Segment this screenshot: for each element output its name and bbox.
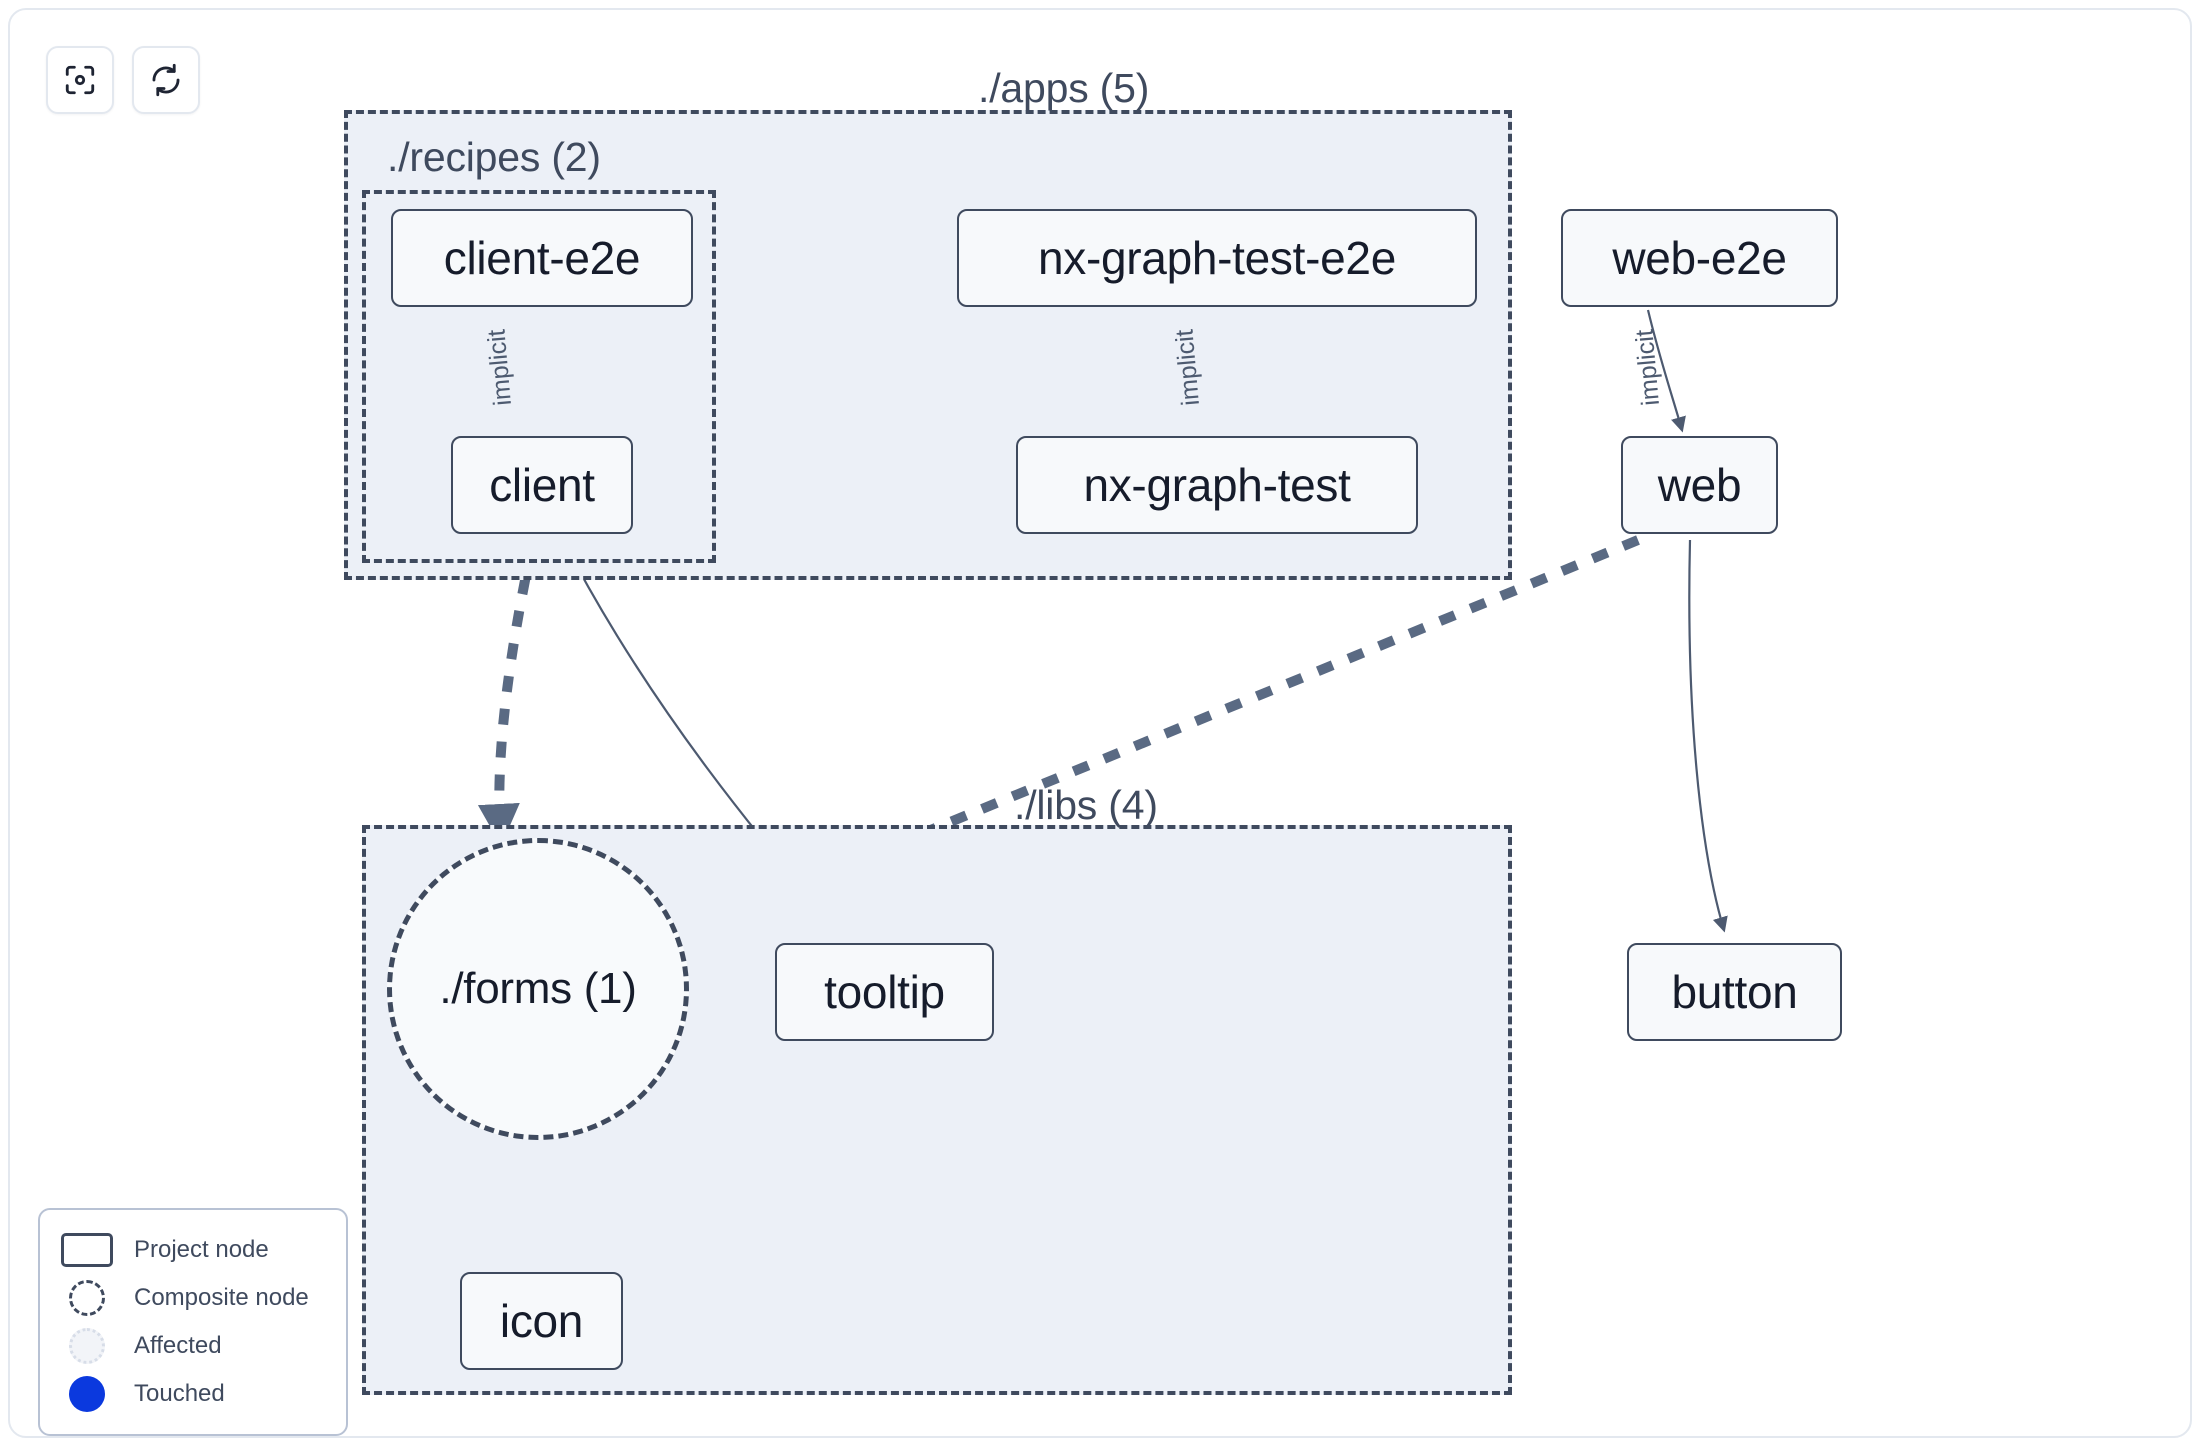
legend-label-project-node: Project node <box>134 1236 269 1263</box>
edge-label-nx-graph-test-e2e-nx-graph-test: implicit <box>1170 328 1205 407</box>
node-web[interactable]: web <box>1621 436 1778 534</box>
container-recipes-label: ./recipes (2) <box>387 134 601 180</box>
node-icon[interactable]: icon <box>460 1272 623 1370</box>
node-button[interactable]: button <box>1627 943 1842 1041</box>
legend-item-touched: Touched <box>60 1370 326 1418</box>
node-web-e2e[interactable]: web-e2e <box>1561 209 1838 307</box>
node-forms[interactable]: ./forms (1) <box>387 838 689 1140</box>
graph-canvas[interactable]: ./apps (5) ./recipes (2) ./libs (4) <box>10 10 2194 1440</box>
edge-label-client-e2e-client: implicit <box>482 328 517 407</box>
node-client[interactable]: client <box>451 436 633 534</box>
node-client-e2e[interactable]: client-e2e <box>391 209 693 307</box>
focus-target-icon <box>63 63 97 97</box>
project-node-swatch-icon <box>60 1233 114 1267</box>
node-nx-graph-test-e2e[interactable]: nx-graph-test-e2e <box>957 209 1477 307</box>
refresh-graph-button[interactable] <box>132 46 200 114</box>
composite-node-swatch-icon <box>60 1280 114 1316</box>
refresh-icon <box>149 63 183 97</box>
legend-label-composite-node: Composite node <box>134 1284 309 1311</box>
legend-item-affected: Affected <box>60 1322 326 1370</box>
edge-web-to-button <box>1688 539 1728 933</box>
edge-label-web-e2e-web: implicit <box>1630 328 1665 407</box>
node-tooltip[interactable]: tooltip <box>775 943 994 1041</box>
edge-client-to-forms <box>477 544 537 846</box>
touched-swatch-icon <box>60 1376 114 1412</box>
container-libs-label: ./libs (4) <box>1014 782 1158 828</box>
affected-swatch-icon <box>60 1328 114 1364</box>
legend-item-project-node: Project node <box>60 1226 326 1274</box>
legend-item-composite-node: Composite node <box>60 1274 326 1322</box>
graph-panel: ./apps (5) ./recipes (2) ./libs (4) <box>8 8 2192 1438</box>
legend-label-affected: Affected <box>134 1332 222 1359</box>
container-apps-label: ./apps (5) <box>978 65 1150 111</box>
node-nx-graph-test[interactable]: nx-graph-test <box>1016 436 1418 534</box>
legend-label-touched: Touched <box>134 1380 225 1407</box>
graph-toolbar <box>46 46 200 114</box>
graph-legend: Project node Composite node Affected Tou… <box>38 1208 348 1436</box>
focus-graph-button[interactable] <box>46 46 114 114</box>
